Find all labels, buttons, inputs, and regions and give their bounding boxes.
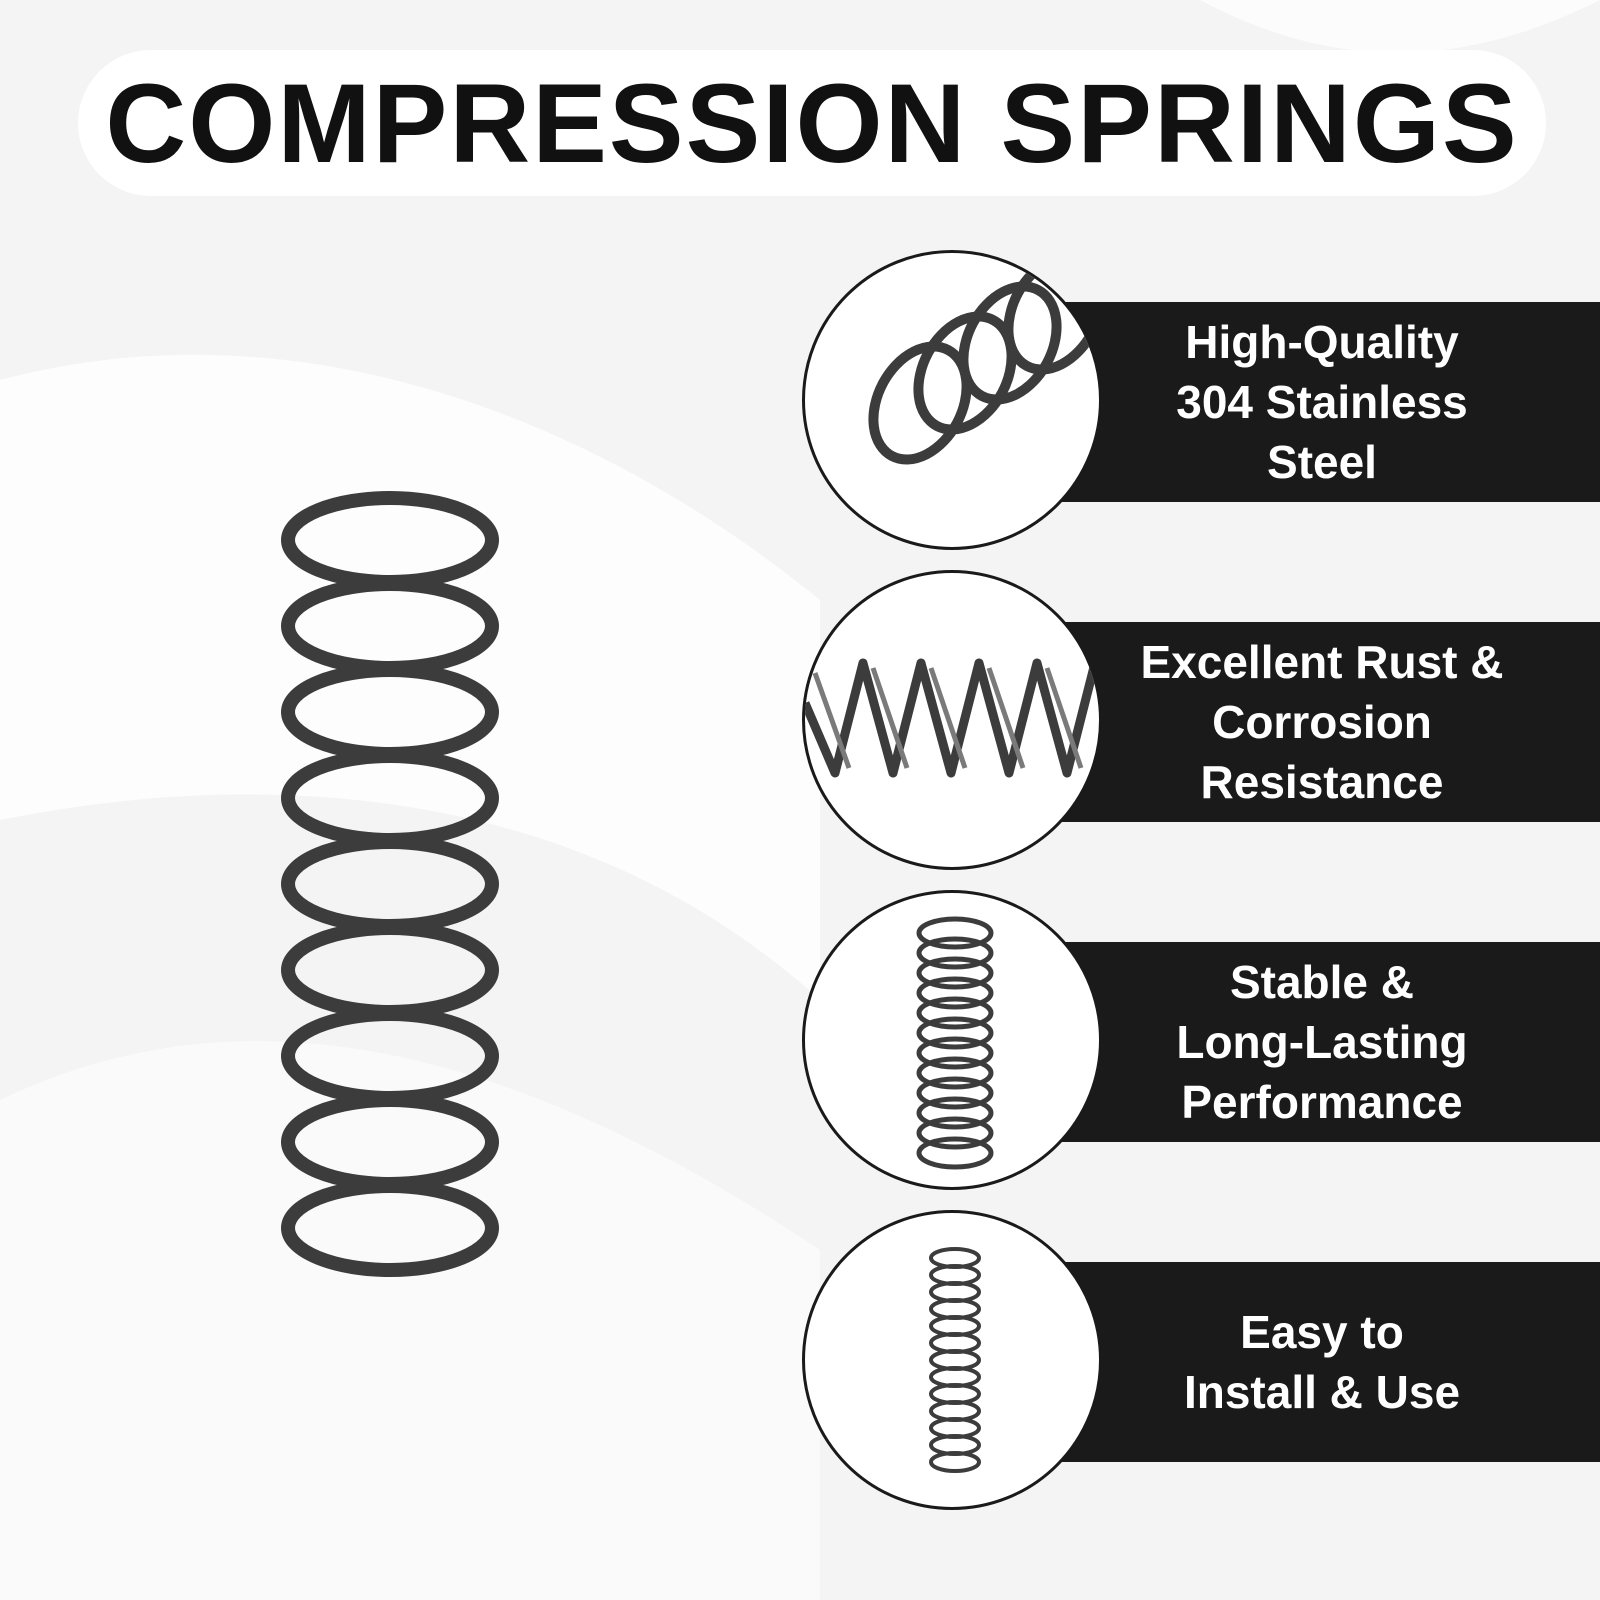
title-banner: COMPRESSION SPRINGS (78, 50, 1546, 196)
feature-label: Excellent Rust & Corrosion Resistance (1140, 636, 1504, 808)
feature-label: Stable & Long-Lasting Performance (1176, 956, 1468, 1128)
spring-coil (281, 1007, 499, 1105)
feature-corrosion: Excellent Rust & Corrosion Resistance (802, 570, 1600, 874)
spring-coil (929, 1451, 981, 1473)
page-title: COMPRESSION SPRINGS (105, 60, 1519, 186)
spring-coil (916, 976, 994, 1010)
spring-coil (281, 1179, 499, 1277)
spring-coil (916, 1056, 994, 1090)
feature-performance: Stable & Long-Lasting Performance (802, 890, 1600, 1194)
spring-coil (916, 1036, 994, 1070)
feature-label: Easy to Install & Use (1183, 1306, 1461, 1418)
spring-coil (916, 916, 994, 950)
spring-coil (281, 577, 499, 675)
spring-coil (916, 1016, 994, 1050)
spring-coil (916, 996, 994, 1030)
spring-side-view-icon (805, 658, 1099, 778)
feature-image-circle (802, 570, 1102, 870)
spring-coil (916, 956, 994, 990)
compression-spring-icon (281, 491, 499, 1277)
spring-coil (281, 921, 499, 1019)
spring-coil-closeup-icon (868, 253, 1099, 465)
feature-label: High-Quality 304 Stainless Steel (1176, 316, 1468, 488)
spring-coil (281, 749, 499, 847)
spring-coil (916, 1096, 994, 1130)
feature-image-circle (802, 1210, 1102, 1510)
spring-coil (281, 1093, 499, 1191)
spring-coil (916, 1136, 994, 1170)
spring-coil (281, 491, 499, 589)
feature-material: High-Quality 304 Stainless Steel (802, 250, 1600, 554)
feature-installation: Easy to Install & Use (802, 1210, 1600, 1514)
spring-coil (916, 1076, 994, 1110)
spring-upright-icon (916, 916, 994, 1170)
feature-image-circle (802, 890, 1102, 1190)
spring-coil (281, 835, 499, 933)
feature-image-circle (802, 250, 1102, 550)
spring-slim-icon (929, 1247, 981, 1473)
spring-coil (281, 663, 499, 761)
spring-coil (916, 1116, 994, 1150)
spring-coil (916, 936, 994, 970)
